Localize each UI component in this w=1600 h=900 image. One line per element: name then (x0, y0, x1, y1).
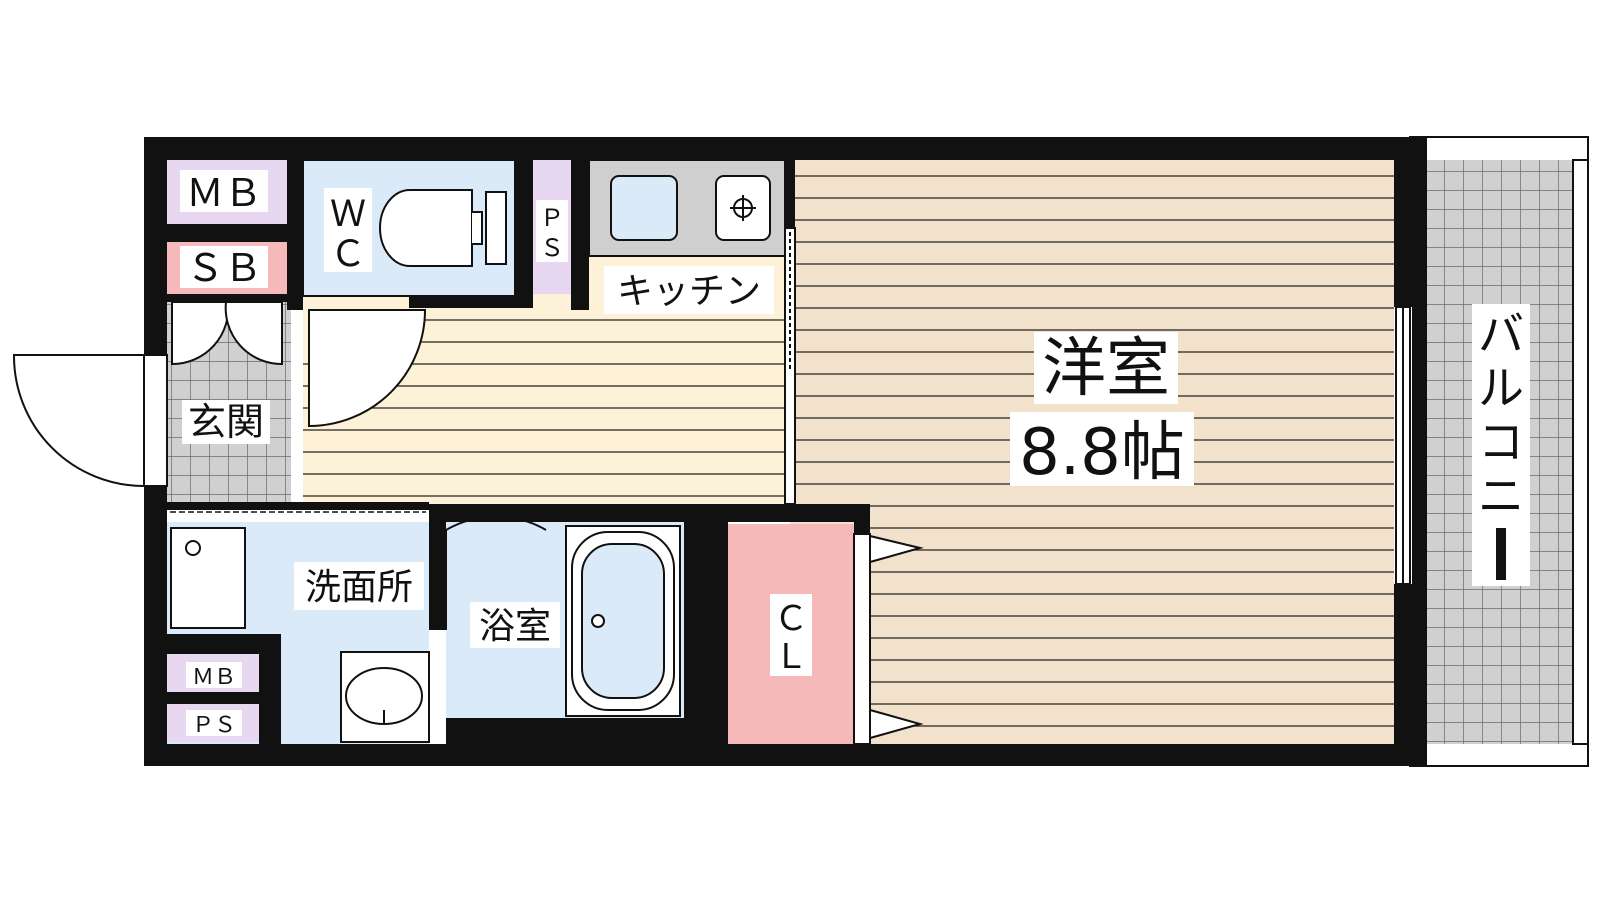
room-size-label: 8.8帖 (1019, 416, 1185, 490)
kitchen-sink (610, 175, 678, 241)
closet-label-c: Ｃ (774, 599, 808, 639)
bathroom-label: 浴室 (479, 606, 551, 647)
wc-door[interactable] (308, 309, 427, 428)
shoe-box-doors[interactable] (171, 301, 283, 366)
kitchen-fixtures (610, 175, 771, 241)
wc-label-c: Ｃ (330, 234, 366, 275)
western-room-label: 洋室 (1042, 332, 1170, 406)
balcony-label-1: バ (1478, 307, 1524, 361)
balcony-window (1395, 306, 1411, 585)
sb-label: ＳＢ (186, 246, 262, 290)
entrance-door[interactable] (12, 354, 168, 488)
ps-top-label-s: Ｓ (540, 234, 564, 262)
walls (144, 137, 1427, 766)
ps-top-label-p: Ｐ (540, 204, 564, 232)
balcony-label-2: ル (1478, 361, 1524, 415)
washroom-label: 洗面所 (305, 567, 413, 608)
balcony-label-4: ニ (1478, 469, 1524, 523)
closet-label-l: Ｌ (774, 637, 808, 677)
wc-label-w: Ｗ (330, 194, 366, 235)
wash-basin (340, 651, 430, 743)
kitchen-label: キッチン (617, 271, 761, 312)
entrance-label: 玄関 (188, 400, 264, 444)
ps-bottom-label: ＰＳ (192, 713, 236, 738)
bathroom-door[interactable] (445, 515, 547, 630)
room-partition-door[interactable] (784, 227, 796, 505)
closet-doors[interactable] (853, 533, 924, 745)
mb-bottom-label: ＭＢ (192, 665, 236, 690)
balcony-label-3: コ (1478, 415, 1524, 469)
toilet-fixture (379, 189, 507, 267)
washing-machine-spot (170, 527, 246, 629)
mb-top-label: ＭＢ (186, 171, 262, 215)
bathtub (565, 525, 681, 717)
balcony-rail (1572, 159, 1589, 745)
